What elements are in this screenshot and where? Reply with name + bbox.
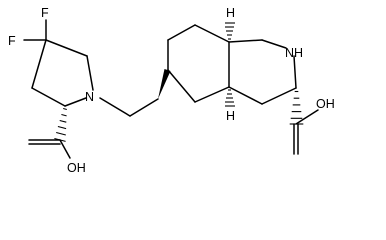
atom-label-oh-left: OH <box>67 161 86 175</box>
bond-ch2-c6 <box>129 98 159 117</box>
chemical-structure: F F N NH H H OH OH <box>8 6 335 175</box>
hashed-stereo-bond-right <box>289 90 304 125</box>
bond-c1-nh <box>261 39 287 49</box>
pyrrolidine-ring <box>23 19 94 107</box>
wedge-stereo-bond-c6 <box>158 69 171 99</box>
atom-label-nh: NH <box>285 46 303 60</box>
piperidine-ring <box>228 39 297 105</box>
right-carboxylic-acid <box>289 90 319 155</box>
bond-nh-c3 <box>293 55 297 89</box>
bond-cooh-oh <box>59 139 71 159</box>
bond-cf2-ch2-top <box>45 39 88 57</box>
methylene-linker <box>99 69 171 117</box>
hashed-stereo-bond-h-top <box>225 22 235 40</box>
bond-n-ch2 <box>99 97 131 117</box>
atom-labels: F F N NH H H OH OH <box>8 6 335 175</box>
bond-c4a-c5 <box>194 86 230 103</box>
bond-c5-c6 <box>167 69 196 103</box>
bond-ch2-n <box>86 55 94 91</box>
atom-label-n-pyrrolidine: N <box>85 90 94 104</box>
atom-label-h-bottom: H <box>226 109 235 123</box>
atom-label-oh-right: OH <box>316 97 335 111</box>
atom-label-f-top: F <box>41 6 49 20</box>
hashed-stereo-bond-left <box>54 107 67 142</box>
bond-c4-c4a <box>228 86 263 105</box>
cyclohexane-ring <box>167 24 230 103</box>
atom-label-h-top: H <box>226 6 235 20</box>
atom-label-f-left: F <box>8 34 16 48</box>
bond-ch2-cf2 <box>31 39 47 89</box>
bond-c7-c8 <box>167 24 196 41</box>
left-carboxylic-acid <box>28 107 71 159</box>
bond-c8a-c1 <box>228 39 263 43</box>
bond-cooh-right-oh <box>295 109 319 125</box>
bond-n-calpha <box>64 97 87 107</box>
bond-c8-c8a <box>194 24 230 43</box>
bond-calpha-ch2 <box>31 87 66 107</box>
bond-c3-c4 <box>261 87 297 105</box>
hashed-stereo-bond-h-bottom <box>225 89 235 107</box>
